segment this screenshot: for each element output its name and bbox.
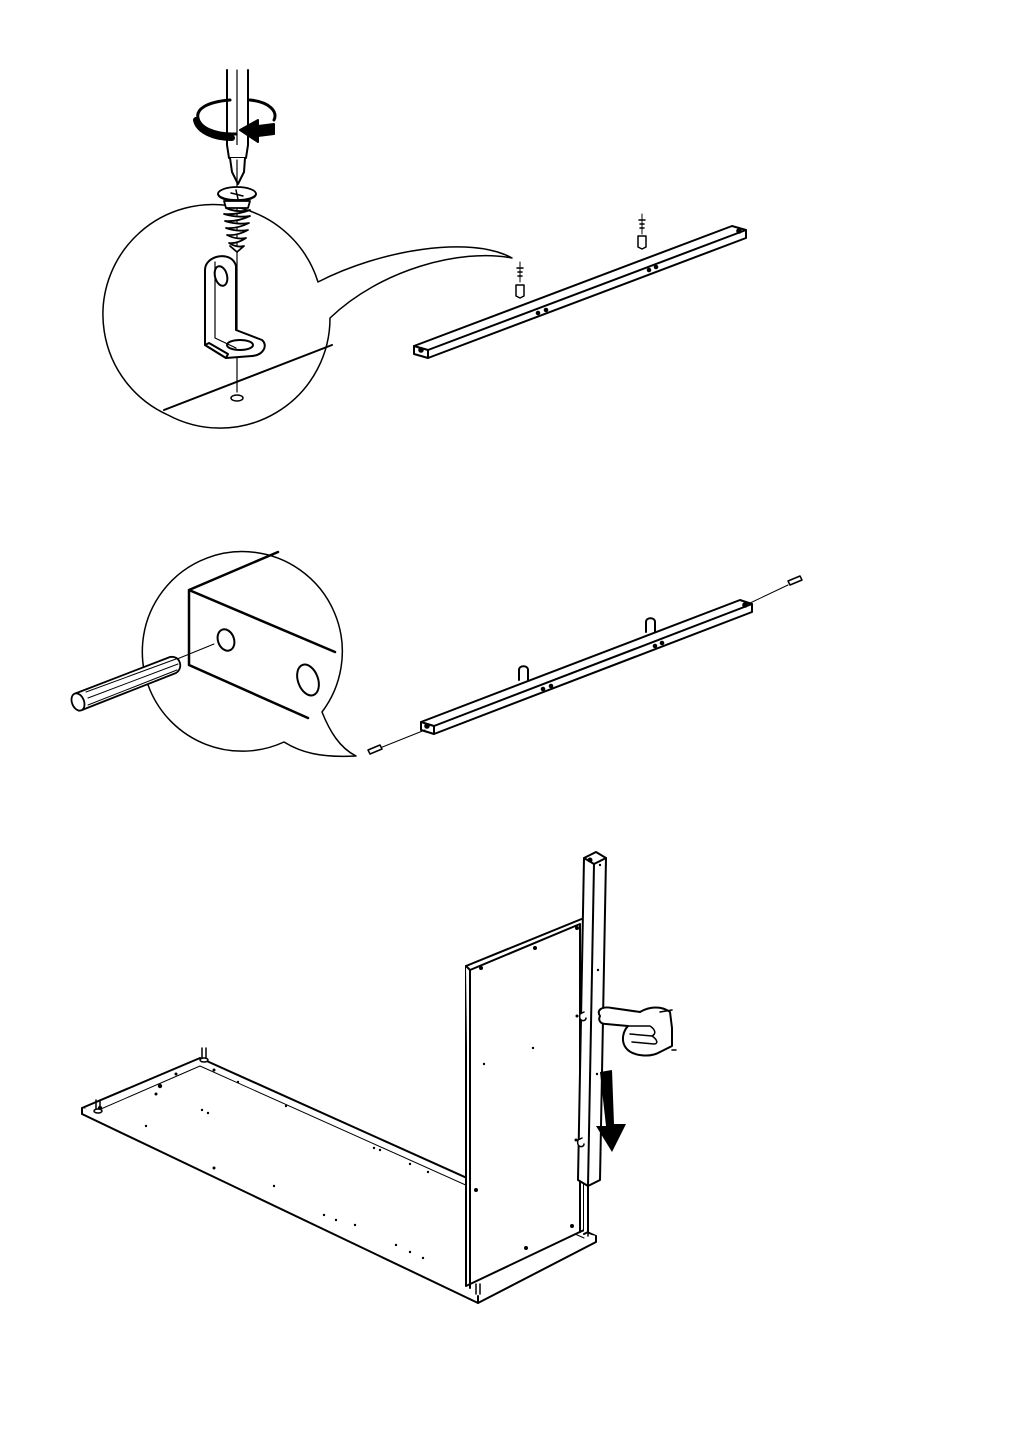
rotate-arrow-icon (193, 98, 277, 143)
side-panel (465, 917, 589, 1289)
side-panel-holes (474, 926, 579, 1250)
bracket-icon (204, 255, 266, 359)
down-arrow-icon (596, 1070, 626, 1152)
dowel-icon (70, 656, 182, 712)
step-6-detail-bubble (141, 550, 357, 758)
upright-rail (576, 851, 607, 1187)
pointing-hand-icon (597, 1006, 677, 1057)
step-5-rail (413, 225, 747, 359)
step-5-detail-bubble (102, 203, 513, 429)
step-6-rail (420, 599, 753, 735)
base-holes (97, 1068, 430, 1260)
screw-icon (217, 186, 257, 253)
